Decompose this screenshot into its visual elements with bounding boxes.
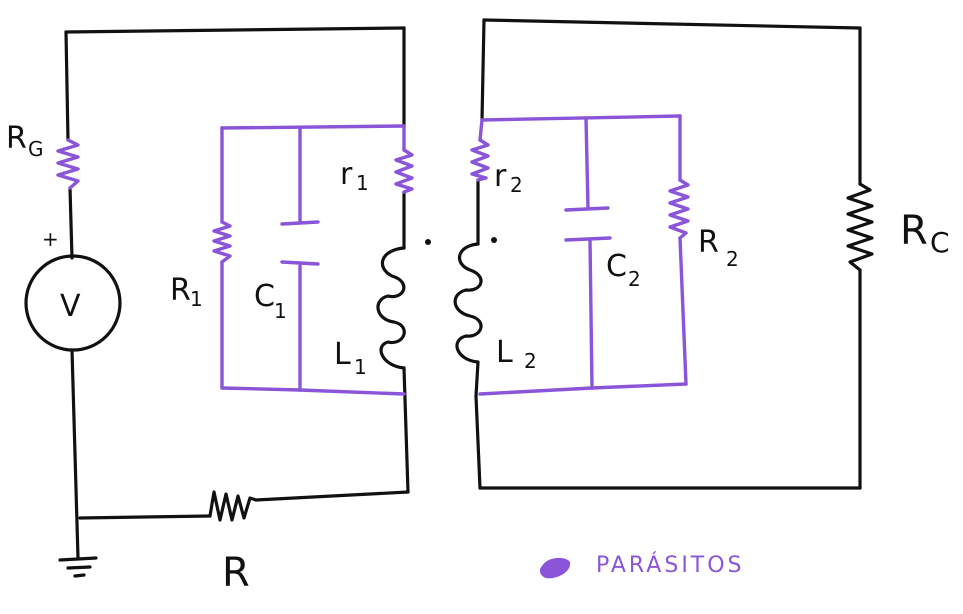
r1-label-sub: 1 [190,287,203,311]
primary-loop-wires [64,26,410,560]
r1-parasitic-resistor [212,220,232,264]
l2-label-sub: 2 [524,349,537,373]
label-c2: C 2 [606,249,641,291]
rg-resistor [56,138,80,190]
l2-label-main: L [496,335,513,370]
c2-capacitor [564,206,612,242]
r2-parasitic-resistor [668,178,690,240]
label-rc: R C [900,208,950,259]
c2-label-main: C [606,249,627,284]
ground-symbol [58,556,98,578]
c2-label-sub: 2 [628,267,641,291]
r1-series-label-sub: 1 [356,171,369,195]
rc-label-sub: C [930,226,950,259]
primary-parasitic-network [220,124,406,396]
r2-series-label-sub: 2 [510,173,523,197]
r-bottom-resistor [208,490,258,522]
l1-label-main: L [334,337,351,372]
secondary-parasitic-network [478,114,688,396]
voltage-source: V + [24,227,122,352]
label-l2: L 2 [496,335,537,373]
l1-inductor [376,246,406,370]
label-l1: L 1 [334,337,367,379]
r2-label-sub: 2 [726,247,739,271]
l1-label-sub: 1 [354,355,367,379]
legend-swatch [539,557,571,579]
r1-label-main: R [170,273,191,308]
l2-polarity-dot [491,237,497,243]
rc-load-resistor [846,182,874,272]
label-r1-series: r 1 [340,157,369,195]
r-bottom-label: R [222,550,250,596]
r1-series-label-main: r [340,157,353,192]
l1-polarity-dot [425,239,431,245]
rg-label-main: R [6,121,27,156]
label-r2-series: r 2 [494,159,523,197]
label-r1: R 1 [170,273,203,311]
r2-series-label-main: r [494,159,507,194]
c1-label-sub: 1 [274,299,287,323]
c1-label-main: C [254,279,275,314]
source-symbol: V [60,289,81,324]
label-r2: R 2 [698,225,739,271]
label-c1: C 1 [254,279,287,323]
rg-label-sub: G [28,137,44,161]
label-r-bottom: R [222,550,250,596]
legend: PARÁSITOS [539,552,745,579]
l2-inductor [453,242,483,398]
r1-series-resistor [394,148,414,194]
rc-label-main: R [900,208,928,254]
r2-series-resistor [470,138,490,182]
secondary-loop-wires [474,18,862,490]
label-rg: R G [6,121,44,161]
legend-text: PARÁSITOS [596,552,745,578]
source-polarity: + [42,227,59,251]
r2-label-main: R [698,225,719,260]
c1-capacitor [280,220,320,266]
